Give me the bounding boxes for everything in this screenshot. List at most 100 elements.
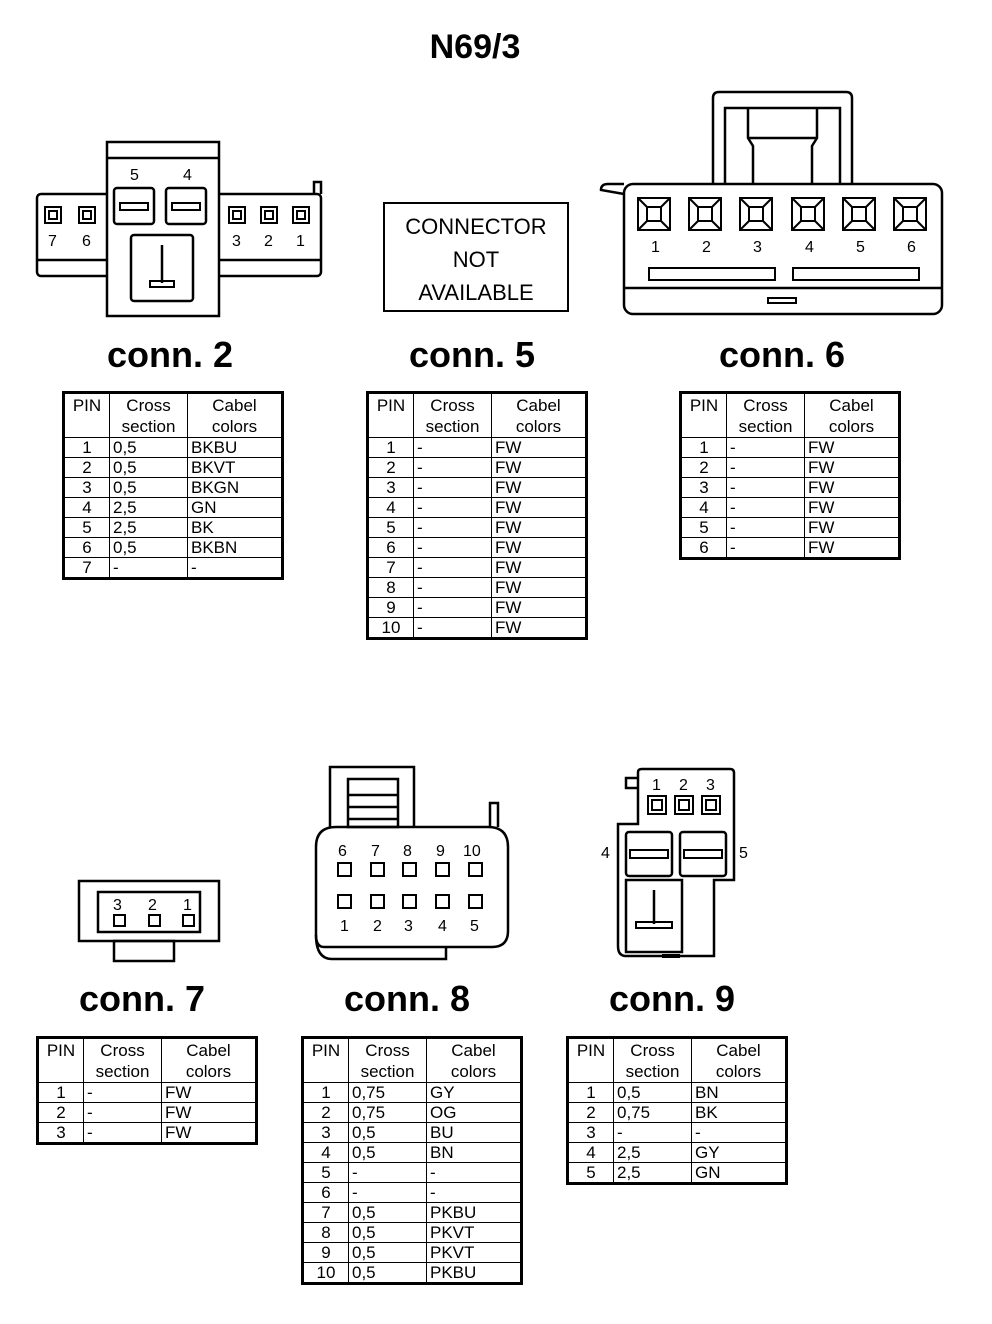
pin-number: 4 [302,1142,349,1163]
header-text: section [121,417,176,436]
connector-8-title: conn. 8 [343,978,471,1019]
header-pin: PIN [302,1037,349,1083]
pin-cavity [739,197,750,208]
cable-color: BU [426,1122,522,1143]
pin-cavity [916,197,927,208]
cable-color: BK [187,517,283,538]
connector-7-title: conn. 7 [78,978,206,1019]
pin-label: 4 [183,167,192,184]
pin-cavity [402,894,417,909]
cable-color: PKVT [426,1242,522,1263]
cable-color: BK [691,1102,787,1123]
pin-label: 2 [702,239,711,256]
cable-color: PKBU [426,1202,522,1223]
cable-color: BKBU [187,437,283,458]
cable-color: FW [491,437,587,458]
pin-number: 2 [302,1102,349,1123]
cross-section: 0,5 [348,1262,427,1284]
pin-cavity [370,862,385,877]
pin-number: 7 [63,557,110,579]
table-row: 5-- [302,1162,522,1183]
pin-cavity [697,206,713,222]
cross-section: - [726,437,805,458]
pin-number: 5 [302,1162,349,1183]
pin-number: 1 [680,437,727,458]
pin-cavity [688,197,722,231]
pin-label: 3 [404,918,413,935]
pin-number: 8 [302,1222,349,1243]
header-text: Cabel [829,396,874,415]
pin-cavity [893,220,904,231]
table-row: 3-FW [37,1122,257,1144]
pin-label: 2 [373,918,382,935]
pin-label: 5 [856,239,865,256]
pin-cavity [902,206,918,222]
table-row: 8-FW [367,577,587,598]
pin-cavity [660,220,671,231]
pin-cavity [711,197,722,208]
cable-color: - [426,1162,522,1183]
table-row: 5-FW [680,517,900,538]
pin-cavity [468,862,483,877]
connector-2-drawing: 7 6 5 4 3 2 1 [35,140,323,318]
table-row: 6-- [302,1182,522,1203]
pin-number: 10 [302,1262,349,1284]
connector-6-title: conn. 6 [718,334,846,375]
pin-label: 10 [463,843,481,860]
cross-section: 2,5 [109,517,188,538]
cable-color: BKVT [187,457,283,478]
connector-not-available-box: CONNECTOR NOT AVAILABLE [383,202,569,312]
cable-color: BN [691,1082,787,1103]
pin-number: 9 [302,1242,349,1263]
cross-section: - [726,477,805,498]
header-text: colors [828,417,875,436]
pin-cavity [791,197,802,208]
pin-cavity [739,220,750,231]
cross-section: 0,5 [109,477,188,498]
cable-color: GY [691,1142,787,1163]
pin-cavity [688,197,699,208]
pin-number: 2 [680,457,727,478]
cable-color: BKGN [187,477,283,498]
header-text: Cross [126,396,171,415]
cable-color: FW [491,557,587,578]
header-text: Cabel [212,396,257,415]
connector-2-title: conn. 2 [106,334,234,375]
pin-number: 5 [367,517,414,538]
header-text: Cross [365,1041,410,1060]
table-row: 2-FW [37,1102,257,1123]
pin-label: 1 [651,239,660,256]
header-text: colors [185,1062,232,1081]
cable-color: PKVT [426,1222,522,1243]
cross-section: - [413,557,492,578]
table-row: 1-FW [37,1082,257,1103]
pin-number: 3 [37,1122,84,1144]
table-row: 6-FW [680,537,900,559]
connector-8-drawing: 6 7 8 9 10 1 2 3 4 5 [314,765,510,961]
table-row: 7-FW [367,557,587,578]
table-row: 3-FW [367,477,587,498]
connector-7-drawing: 3 2 1 [77,879,221,963]
pin-number: 10 [367,617,414,639]
pin-cavity [337,894,352,909]
pin-label: 7 [371,843,380,860]
header-text: Cross [630,1041,675,1060]
pin-label: 9 [436,843,445,860]
pin-number: 3 [63,477,110,498]
pin-label: 4 [438,918,447,935]
pin-number: 6 [367,537,414,558]
header-text: Cabel [516,396,561,415]
na-line: AVAILABLE [418,280,534,305]
cross-section: 0,75 [348,1082,427,1103]
